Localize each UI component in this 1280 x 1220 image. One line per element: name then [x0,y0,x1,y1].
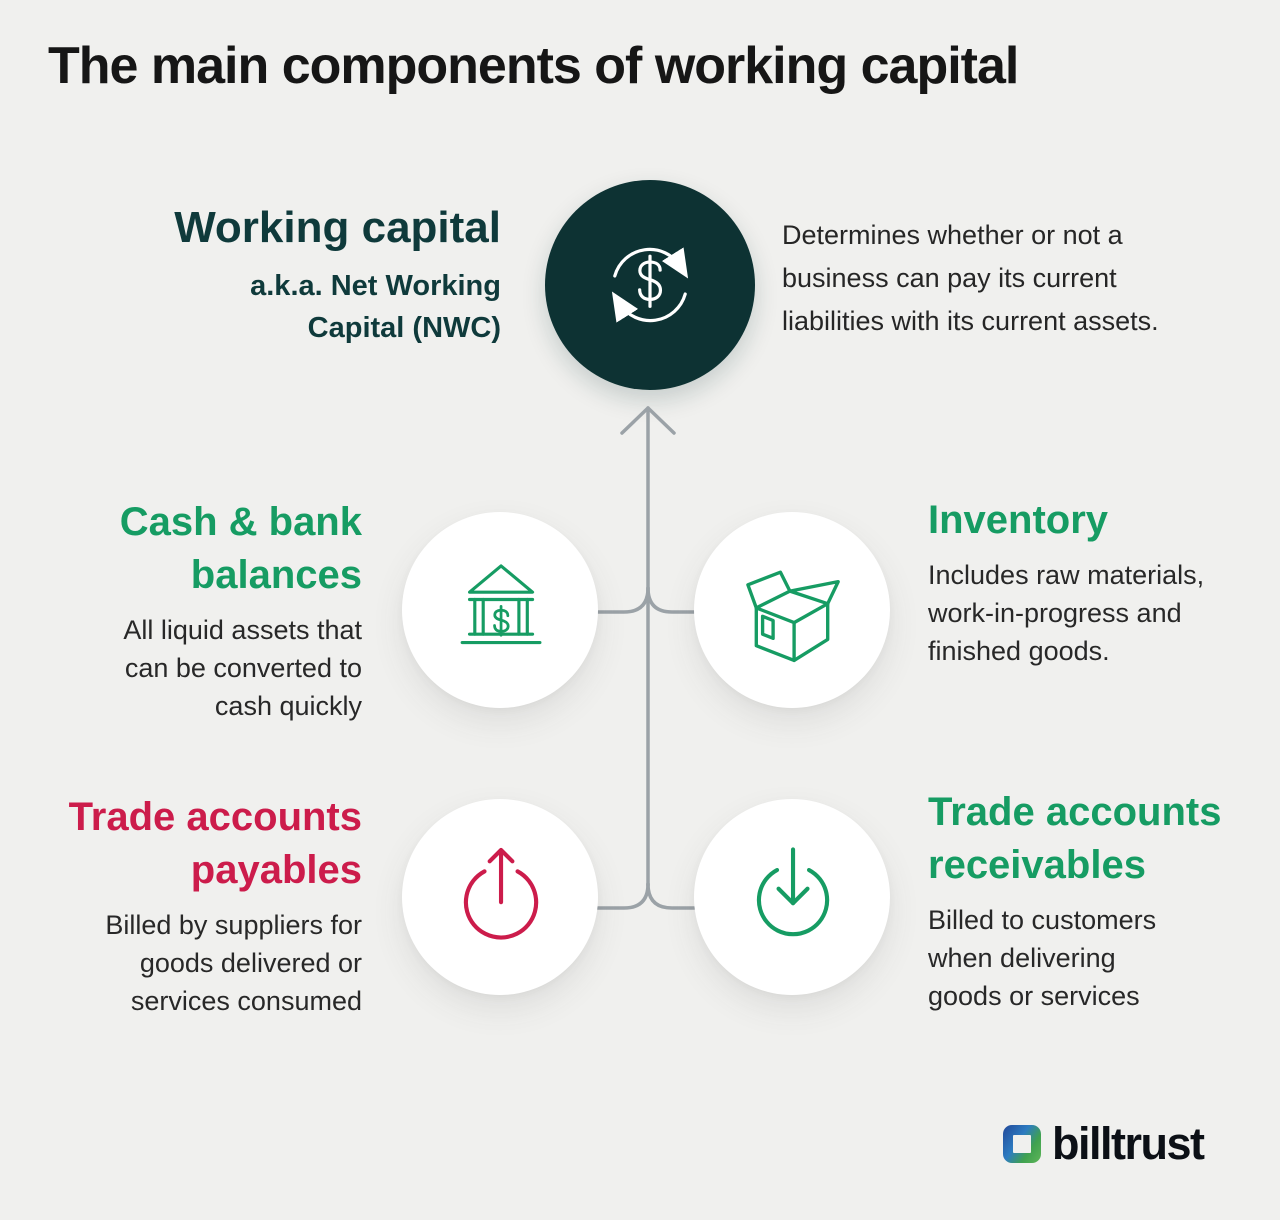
receivables-title: Trade accounts receivables [928,790,1222,887]
receivables-description: Billed to customers when delivering good… [928,904,1157,1012]
billtrust-logo: billtrust [1002,1118,1205,1170]
inventory-label: Inventory Includes raw materials, work-i… [928,494,1258,671]
cash-description: All liquid assets that can be converted … [123,614,362,722]
receivables-circle [694,799,890,995]
working-capital-subheading: a.k.a. Net Working Capital (NWC) [250,269,501,344]
bank-icon [437,547,563,673]
working-capital-description: Determines whether or not a business can… [782,220,1159,337]
inventory-description: Includes raw materials, work-in-progress… [928,559,1205,667]
connector-lines [596,406,696,910]
cash-label: Cash & bank balances All liquid assets t… [22,496,362,726]
billtrust-mark-icon [1002,1124,1042,1164]
working-capital-label: Working capital a.k.a. Net Working Capit… [121,202,501,349]
working-capital-heading: Working capital [174,203,501,252]
billtrust-wordmark: billtrust [1052,1118,1205,1169]
receivables-label: Trade accounts receivables Billed to cus… [928,786,1258,1016]
cash-circle [402,512,598,708]
cash-title: Cash & bank balances [119,500,362,597]
payables-title: Trade accounts payables [68,795,362,892]
arrow-down-circle-icon [730,835,854,959]
working-capital-circle [545,180,755,390]
open-box-icon [729,547,855,673]
payables-description: Billed by suppliers for goods delivered … [105,909,362,1017]
arrow-up-circle-icon [438,835,562,959]
page-title: The main components of working capital [48,37,1019,95]
payables-label: Trade accounts payables Billed by suppli… [22,791,362,1021]
dollar-cycle-icon [586,221,714,349]
inventory-circle [694,512,890,708]
inventory-title: Inventory [928,498,1109,542]
payables-circle [402,799,598,995]
